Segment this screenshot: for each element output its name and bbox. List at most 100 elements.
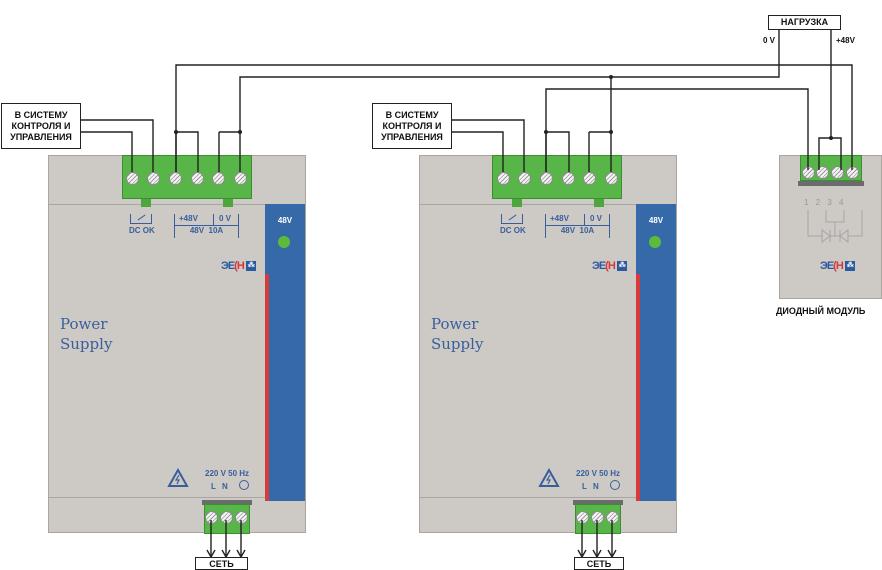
control-box-line: КОНТРОЛЯ И — [382, 121, 442, 131]
terminal-screw-icon[interactable] — [562, 172, 575, 185]
rating-current: 10A — [579, 226, 595, 235]
ps-title: Power Supply — [60, 314, 112, 354]
control-box-line: УПРАВЛЕНИЯ — [381, 132, 443, 142]
terminal-screw-icon[interactable] — [212, 172, 225, 185]
led-label: 48V — [277, 216, 293, 225]
terminal-screw-icon[interactable] — [846, 166, 859, 179]
junction-dot — [609, 130, 613, 134]
terminal-screw-icon[interactable] — [831, 166, 844, 179]
ps-red-strip — [265, 274, 269, 501]
terminal-screw-icon[interactable] — [540, 172, 553, 185]
ps-title: Power Supply — [431, 314, 483, 354]
junction-dot — [544, 130, 548, 134]
led-label: 48V — [648, 216, 664, 225]
diode-schematic-icon — [807, 210, 863, 243]
power-supply-2: 48V DC OK +48V 0 V 48V 10A ЭЕ(Н⁂ Power S… — [419, 155, 677, 533]
terminal-screw-icon[interactable] — [606, 511, 619, 524]
brand-logo-icon: ЭЕ(Н⁂ — [820, 260, 855, 272]
input-terminals-label: L N — [582, 482, 599, 491]
load-label: НАГРУЗКА — [780, 17, 829, 27]
terminal-screw-icon[interactable] — [591, 511, 604, 524]
junction-dot — [609, 75, 613, 79]
output-rating: +48V 0 V 48V 10A — [545, 214, 610, 238]
ps1-terminal-clip — [223, 195, 233, 207]
ps-upper-section — [49, 156, 305, 205]
ps-red-strip — [636, 274, 640, 501]
ps-front-panel — [636, 204, 676, 501]
diode-terminal-base — [798, 181, 864, 186]
ps1-output-terminal-block — [122, 155, 252, 199]
control-box-line: В СИСТЕМУ — [385, 110, 439, 120]
terminal-screw-icon[interactable] — [518, 172, 531, 185]
high-voltage-warning-icon — [538, 468, 560, 487]
mains-label: СЕТЬ — [586, 559, 612, 569]
input-rating-label: 220 V 50 Hz — [205, 469, 250, 478]
status-led-icon — [649, 236, 661, 248]
terminal-screw-icon[interactable] — [147, 172, 160, 185]
status-led-icon — [278, 236, 290, 248]
terminal-screw-icon[interactable] — [220, 511, 233, 524]
input-terminals-label: L N — [211, 482, 228, 491]
junction-dot — [829, 136, 833, 140]
ps-title-line: Power — [431, 315, 479, 333]
high-voltage-warning-icon — [167, 468, 189, 487]
rating-voltage: 48V — [560, 226, 576, 235]
ps-title-line: Supply — [60, 335, 113, 353]
ground-icon — [610, 480, 620, 490]
load-negative-label: 0 V — [763, 36, 776, 45]
relay-contact-icon — [130, 214, 152, 224]
terminal-screw-icon[interactable] — [576, 511, 589, 524]
pin-numbers: 1 2 3 4 — [804, 198, 844, 207]
terminal-screw-icon[interactable] — [816, 166, 829, 179]
terminal-screw-icon[interactable] — [605, 172, 618, 185]
mains-box-ps2: СЕТЬ — [574, 557, 624, 570]
arrow-ps1-mains — [206, 549, 246, 559]
ps2-input-terminal-base — [573, 500, 623, 505]
control-system-box-ps1: В СИСТЕМУ КОНТРОЛЯ И УПРАВЛЕНИЯ — [1, 103, 81, 149]
wire-ps1-neg-bus — [239, 28, 780, 172]
control-box-line: В СИСТЕМУ — [14, 110, 68, 120]
out-neg-label: 0 V — [590, 214, 603, 223]
ps-front-panel — [265, 204, 305, 501]
terminal-screw-icon[interactable] — [583, 172, 596, 185]
ps2-terminal-clip — [512, 195, 522, 207]
terminal-screw-icon[interactable] — [497, 172, 510, 185]
ground-icon — [239, 480, 249, 490]
ps2-terminal-clip — [594, 195, 604, 207]
ps-title-line: Supply — [431, 335, 484, 353]
control-box-line: УПРАВЛЕНИЯ — [10, 132, 72, 142]
mains-label: СЕТЬ — [209, 559, 234, 569]
terminal-screw-icon[interactable] — [234, 172, 247, 185]
terminal-screw-icon[interactable] — [169, 172, 182, 185]
ps1-terminal-clip — [141, 195, 151, 207]
rating-voltage: 48V — [189, 226, 205, 235]
ps-title-line: Power — [60, 315, 108, 333]
terminal-screw-icon[interactable] — [191, 172, 204, 185]
brand-logo-icon: ЭЕ(Н⁂ — [592, 260, 627, 272]
control-box-line: КОНТРОЛЯ И — [11, 121, 71, 131]
dc-ok-label: DC OK — [500, 226, 526, 235]
junction-dot — [174, 130, 178, 134]
ps1-input-terminal-base — [202, 500, 252, 505]
mains-box-ps1: СЕТЬ — [195, 557, 248, 570]
dc-ok-label: DC OK — [129, 226, 155, 235]
output-rating: +48V 0 V 48V 10A — [174, 214, 239, 238]
terminal-screw-icon[interactable] — [802, 166, 815, 179]
ps-lower-section — [420, 497, 676, 532]
power-supply-1: 48V DC OK +48V 0 V 48V 10A ЭЕ(Н⁂ Power S… — [48, 155, 306, 533]
junction-dot — [238, 130, 242, 134]
terminal-screw-icon[interactable] — [235, 511, 248, 524]
relay-contact-icon — [501, 214, 523, 224]
out-pos-label: +48V — [179, 214, 198, 223]
diode-module-label: ДИОДНЫЙ МОДУЛЬ — [776, 306, 866, 316]
load-positive-label: +48V — [836, 36, 855, 45]
terminal-screw-icon[interactable] — [126, 172, 139, 185]
ps-upper-section — [420, 156, 676, 205]
ps-lower-section — [49, 497, 305, 532]
out-pos-label: +48V — [550, 214, 569, 223]
brand-logo-icon: ЭЕ(Н⁂ — [221, 260, 256, 272]
input-rating-label: 220 V 50 Hz — [576, 469, 621, 478]
out-neg-label: 0 V — [219, 214, 232, 223]
terminal-screw-icon[interactable] — [205, 511, 218, 524]
arrow-ps2-mains — [577, 549, 617, 559]
